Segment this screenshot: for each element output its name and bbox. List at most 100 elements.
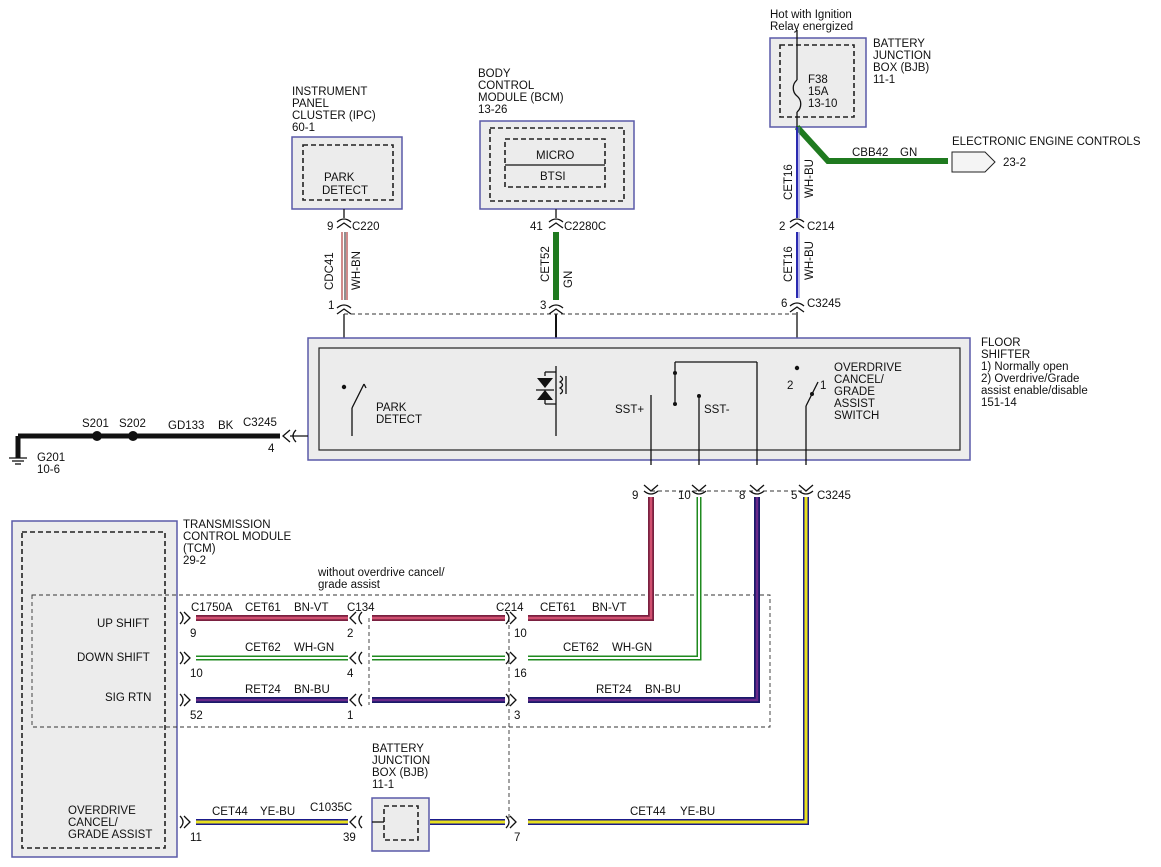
floor-note-3: assist enable/disable: [981, 385, 1088, 397]
wh-gn-label-a: WH-GN: [294, 642, 334, 654]
park-detect-label: PARK: [324, 172, 355, 184]
floor-note-2: 2) Overdrive/Grade: [981, 373, 1079, 385]
fuse-id: F38: [808, 74, 828, 86]
ret24-label-a: RET24: [245, 684, 281, 696]
od-cancel-label-2: CANCEL/: [68, 817, 119, 829]
bcm-title-1: BODY: [478, 68, 511, 80]
c220-label: C220: [352, 221, 380, 233]
c3245-ground-connector-icon: [282, 429, 291, 443]
bcm-title-2: CONTROL: [478, 80, 535, 92]
c3245-bottom: 9 10 8 5 C3245: [632, 484, 851, 502]
tcm-title-1: TRANSMISSION: [183, 519, 271, 531]
bcm-module: MICRO BTSI BODY CONTROL MODULE (BCM) 13-…: [478, 68, 635, 210]
cet61-label-a: CET61: [245, 602, 281, 614]
tcm-ref: 29-2: [183, 555, 206, 567]
bn-bu-label-b: BN-BU: [645, 684, 681, 696]
cet62-label-b: CET62: [563, 642, 599, 654]
solenoid-icon: [558, 375, 564, 395]
fuse-icon: [792, 79, 802, 113]
wire-ret24: [196, 497, 760, 703]
od-title-5: SWITCH: [834, 410, 879, 422]
wire-cbb42: [794, 124, 948, 164]
wh-bu-label-2: WH-BU: [804, 241, 816, 280]
s202-splice-icon: [128, 431, 138, 441]
bcm-ref: 13-26: [478, 104, 507, 116]
floor-shifter: FLOOR SHIFTER 1) Normally open 2) Overdr…: [307, 337, 1088, 465]
bcm-c3245-connector-icon: [548, 304, 564, 309]
c3245-ground-pin: 4: [268, 443, 275, 455]
eec-arrow-icon: [951, 151, 996, 173]
floor-ref: 151-14: [981, 397, 1017, 409]
cet61-label-b: CET61: [540, 602, 576, 614]
without-od-region: [31, 594, 771, 728]
cet44-label-a: CET44: [212, 806, 248, 818]
park-detect-label-2: DETECT: [322, 185, 368, 197]
sst-plus-label: SST+: [615, 404, 644, 416]
tcm-pin-11: 11: [190, 832, 202, 844]
c134-pin-2: 2: [347, 628, 353, 640]
cet62-label-a: CET62: [245, 642, 281, 654]
ye-bu-label-b: YE-BU: [680, 806, 715, 818]
c214-label: C214: [807, 221, 835, 233]
bk-label: BK: [218, 420, 234, 432]
c3245-pin-8: 8: [739, 490, 745, 502]
wh-bu-label-1: WH-BU: [804, 159, 816, 198]
bn-bu-label-a: BN-BU: [294, 684, 330, 696]
c3245-top-pin: 6: [781, 298, 787, 310]
od-title-2: CANCEL/: [834, 374, 885, 386]
c3245-ground-label: C3245: [243, 417, 277, 429]
micro-label: MICRO: [536, 150, 574, 162]
ipc-c3245-connector-icon: [336, 304, 352, 309]
c1035c-label: C1035C: [310, 802, 352, 814]
bjb-bot-ref: 11-1: [372, 779, 394, 791]
ipc-title-1: INSTRUMENT: [292, 86, 367, 98]
s202-label: S202: [119, 418, 146, 430]
cet44-label-b: CET44: [630, 806, 666, 818]
wire-cet62: [196, 497, 702, 661]
c214-pin-3: 3: [514, 710, 520, 722]
floor-title-1: FLOOR: [981, 337, 1021, 349]
g201-ref: 10-6: [37, 464, 60, 476]
c214b-label: C214: [496, 602, 524, 614]
c214-pin-16: 16: [514, 668, 527, 680]
tcm-pin-52: 52: [190, 710, 203, 722]
fuse-ref: 13-10: [808, 98, 837, 110]
s201-splice-icon: [92, 431, 102, 441]
c1750a-label: C1750A: [191, 602, 233, 614]
without-note-1: without overdrive cancel/: [317, 567, 445, 579]
cbb42-color: GN: [900, 147, 917, 159]
c3245-top-connector-icon: [789, 302, 805, 307]
wh-bn-label: WH-BN: [351, 251, 363, 290]
wire-cet61: [196, 497, 654, 621]
eec-title: ELECTRONIC ENGINE CONTROLS: [952, 136, 1141, 148]
gd133-label: GD133: [168, 420, 204, 432]
ipc-title-2: PANEL: [292, 98, 329, 110]
floor-title-2: SHIFTER: [981, 349, 1030, 361]
bjb-top: Hot with Ignition Relay energized BATTER…: [769, 9, 931, 128]
ye-bu-label-a: YE-BU: [260, 806, 295, 818]
tcm-pin-9: 9: [190, 628, 196, 640]
bjb-bot-title-1: BATTERY: [372, 743, 424, 755]
c3245-pin-10: 10: [678, 490, 691, 502]
c220-pin: 9: [327, 221, 333, 233]
g201-label: G201: [37, 452, 65, 464]
ipc-title-3: CLUSTER (IPC): [292, 110, 376, 122]
horizontal-connectors: [179, 611, 517, 829]
park-switch-icon: [351, 383, 365, 409]
od-cancel-label-1: OVERDRIVE: [68, 805, 136, 817]
od-pin-1: 1: [820, 380, 826, 392]
cet16-label-2: CET16: [783, 246, 795, 282]
overdrive-switch-icon: [805, 381, 819, 407]
bjb-top-ref: 11-1: [873, 74, 895, 86]
down-shift-label: DOWN SHIFT: [77, 652, 150, 664]
tcm-pin-10: 10: [190, 668, 203, 680]
c220-connector-icon: [336, 218, 352, 223]
c214-pin-10: 10: [514, 628, 527, 640]
c1035c-pin-39: 39: [343, 832, 356, 844]
ipc-c3245-pin: 1: [328, 300, 334, 312]
wire-cet16: [796, 127, 800, 370]
bn-vt-label-b: BN-VT: [592, 602, 627, 614]
sst-minus-label: SST-: [704, 404, 730, 416]
od-cancel-label-3: GRADE ASSIST: [68, 829, 152, 841]
